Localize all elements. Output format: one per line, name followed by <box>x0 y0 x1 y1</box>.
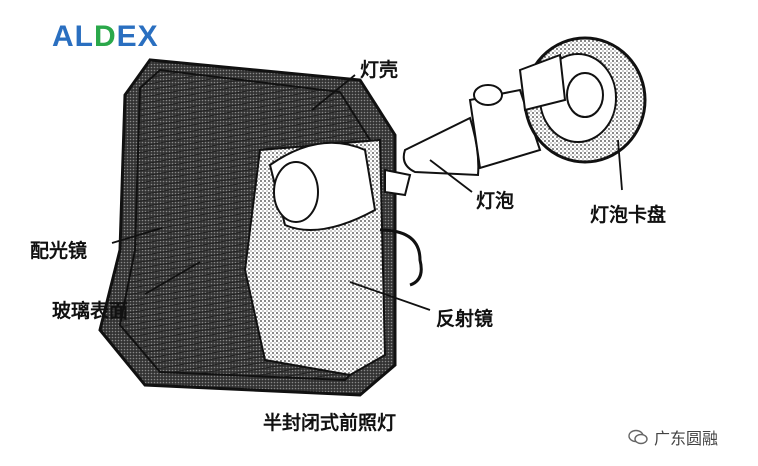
watermark-text: 广东圆融 <box>654 429 719 448</box>
diagram-caption: 半封闭式前照灯 <box>263 412 397 434</box>
mounting-bracket <box>379 228 423 287</box>
wechat-icon <box>628 429 648 445</box>
label-housing: 灯壳 <box>360 59 399 81</box>
label-reflector: 反射镜 <box>436 308 494 330</box>
leader-bulb <box>429 159 473 193</box>
bulb-base <box>468 88 542 170</box>
logo-text-part1: AL <box>52 20 94 53</box>
leader-housing <box>311 74 356 111</box>
bulb-holder-tab <box>518 53 567 112</box>
bulb-glass <box>402 116 480 177</box>
leader-lens <box>111 227 163 244</box>
aldex-logo: ALDEX <box>52 20 159 54</box>
leader-reflector <box>349 281 431 311</box>
leader-glass <box>144 261 201 295</box>
logo-text-part3: EX <box>116 20 159 53</box>
watermark: 广东圆融 <box>628 425 718 449</box>
leader-bulb-holder <box>617 139 623 191</box>
label-bulb-holder: 灯泡卡盘 <box>590 204 667 226</box>
logo-text-part2: D <box>94 20 117 53</box>
mounting-clip <box>384 168 412 197</box>
label-bulb: 灯泡 <box>476 190 515 212</box>
label-glass-surface: 玻璃表面 <box>52 300 129 322</box>
bulb-holder-hole <box>566 72 604 118</box>
bulb-tip <box>473 84 503 106</box>
bulb-cone-opening <box>273 161 319 223</box>
label-lens: 配光镜 <box>30 240 88 262</box>
